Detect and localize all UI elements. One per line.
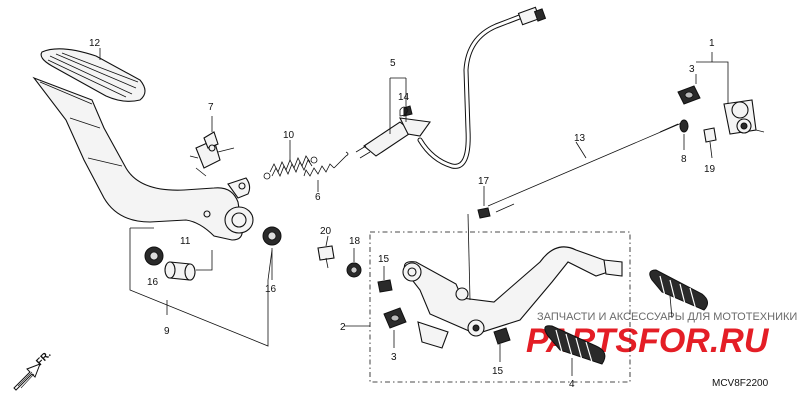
callout-6: 6 bbox=[315, 192, 321, 203]
watermark-caption: ЗАПЧАСТИ И АКСЕССУАРЫ ДЛЯ МОТОТЕХНИКИ bbox=[537, 311, 797, 323]
nut-15-upper bbox=[377, 279, 393, 293]
brake-switch bbox=[189, 131, 235, 177]
callout-3-upper: 3 bbox=[689, 64, 695, 75]
callout-9: 9 bbox=[164, 326, 170, 337]
part-14-clip-icon bbox=[399, 106, 409, 117]
callout-16-right: 16 bbox=[265, 284, 277, 295]
callout-17: 17 bbox=[478, 176, 490, 187]
shift-link-rod bbox=[487, 121, 685, 213]
switch-spring bbox=[303, 151, 349, 177]
diagram-code: MCV8F2200 bbox=[712, 378, 769, 389]
washer-8 bbox=[679, 119, 689, 133]
callout-11: 11 bbox=[180, 236, 191, 247]
callout-12: 12 bbox=[89, 38, 101, 49]
callout-16-left: 16 bbox=[147, 277, 159, 288]
bolt-19 bbox=[703, 127, 717, 159]
rod-end-assembly bbox=[723, 99, 765, 135]
bolt-20 bbox=[317, 245, 335, 269]
callout-1: 1 bbox=[709, 38, 715, 49]
callout-19: 19 bbox=[704, 164, 716, 175]
callout-13: 13 bbox=[574, 133, 586, 144]
switch-wire bbox=[417, 6, 547, 169]
callout-14: 14 bbox=[398, 92, 410, 103]
callout-18: 18 bbox=[349, 236, 361, 247]
footboard-pad bbox=[40, 48, 146, 102]
callout-10: 10 bbox=[283, 130, 295, 141]
brake-light-switch bbox=[355, 105, 431, 159]
callout-3-lower: 3 bbox=[391, 352, 397, 363]
bushing-left bbox=[144, 246, 164, 266]
pedal-rubber-lower bbox=[544, 325, 606, 365]
nut-15-lower bbox=[493, 327, 511, 345]
callout-7: 7 bbox=[208, 102, 214, 113]
shift-nut-3-lower bbox=[383, 307, 407, 329]
bushing-right bbox=[262, 226, 282, 246]
washer-18 bbox=[346, 262, 362, 278]
brake-pedal-assembly bbox=[32, 76, 254, 241]
callout-15-lower: 15 bbox=[492, 366, 504, 377]
pivot-collar bbox=[164, 261, 196, 281]
callout-8: 8 bbox=[681, 154, 687, 165]
callout-2: 2 bbox=[340, 322, 346, 333]
callout-4: 4 bbox=[569, 379, 575, 390]
nut-17 bbox=[477, 207, 491, 219]
callout-20: 20 bbox=[320, 226, 332, 237]
front-direction-arrow-icon bbox=[13, 363, 41, 391]
callout-15-upper: 15 bbox=[378, 254, 390, 265]
gearshift-pedal bbox=[402, 246, 623, 349]
return-spring bbox=[263, 155, 318, 180]
pedal-rubber-upper bbox=[649, 269, 708, 311]
nut-3-top bbox=[677, 85, 701, 105]
callout-5: 5 bbox=[390, 58, 396, 69]
